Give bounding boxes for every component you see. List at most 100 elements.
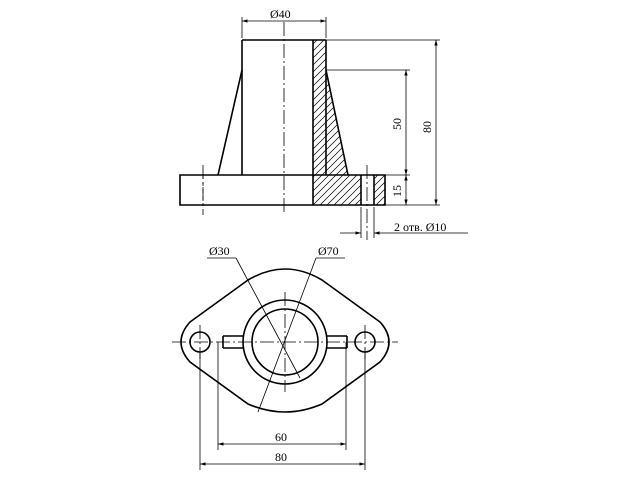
hatch-line <box>452 20 640 220</box>
hatch-line <box>459 20 640 220</box>
hatch-line <box>396 20 596 220</box>
hatch-line <box>102 20 302 220</box>
hatch-line <box>313 107 326 122</box>
hatch-line <box>374 175 379 180</box>
hatch-line <box>116 20 316 220</box>
hatch-line <box>313 175 361 205</box>
hatch-line <box>480 20 640 220</box>
hatch-line <box>116 20 316 220</box>
hatch-line <box>501 20 640 220</box>
hatch-line <box>389 20 589 220</box>
hatch-line <box>102 20 302 220</box>
hatch-line <box>88 20 288 220</box>
hatch-line <box>95 20 295 220</box>
flange-outline <box>180 268 390 413</box>
hatch-line <box>417 20 617 220</box>
hatch-line <box>529 20 640 220</box>
hatch-line <box>270 20 470 220</box>
hatch-line <box>508 20 640 220</box>
hatch-line <box>313 175 361 205</box>
hatch-line <box>313 175 338 205</box>
hatch-line <box>459 20 640 220</box>
hatch-clipWall <box>67 20 640 220</box>
dim-center-distance-60: 60 <box>275 430 287 444</box>
hatch-line <box>515 20 640 220</box>
hatch-line <box>74 20 274 220</box>
hatch-line <box>313 114 326 129</box>
hatch-line <box>536 20 640 220</box>
hatch-line <box>480 20 640 220</box>
hatch-line <box>459 20 640 220</box>
hatch-line <box>313 175 361 205</box>
hatch-line <box>318 175 361 205</box>
front-view: Ø40 80 50 15 2 отв. Ø10 <box>67 7 640 240</box>
hatch-line <box>522 20 640 220</box>
hatch-line <box>473 20 640 220</box>
hatch-line <box>74 20 274 220</box>
hatch-line <box>494 20 640 220</box>
rib-slot-right <box>327 335 348 349</box>
hatch-line <box>88 20 288 220</box>
dim30-leader <box>235 257 301 379</box>
hatch-line <box>501 20 640 220</box>
hatch-line <box>522 20 640 220</box>
hatch-line <box>403 20 603 220</box>
hatch-line <box>109 20 309 220</box>
hatch-line <box>389 20 589 220</box>
hatch-line <box>452 20 640 220</box>
hatch-line <box>123 20 323 220</box>
hatch-line <box>473 20 640 220</box>
hatch-line <box>313 175 361 205</box>
hatch-line <box>332 70 348 175</box>
hatch-line <box>417 20 617 220</box>
hatch-line <box>375 20 575 220</box>
hatch-line <box>382 20 582 220</box>
rib-left <box>217 69 243 176</box>
hatch-line <box>137 20 337 220</box>
hatch-line <box>382 20 582 220</box>
hatch-line <box>480 20 640 220</box>
hatch-line <box>473 20 640 220</box>
hatch-line <box>487 20 640 220</box>
hatch-line <box>403 20 603 220</box>
hatch-line <box>536 20 640 220</box>
hatch-line <box>313 156 326 171</box>
hatch-line <box>438 20 638 220</box>
hatch-line <box>529 20 640 220</box>
hatch-line <box>466 20 640 220</box>
hatch-line <box>445 20 640 220</box>
hatch-line <box>536 20 640 220</box>
dim-height-80: 80 <box>420 121 434 133</box>
hatch-line <box>326 70 348 175</box>
hatch-line <box>313 40 318 45</box>
hatch-line <box>494 20 640 220</box>
hatch-line <box>431 20 631 220</box>
hatch-line <box>459 20 640 220</box>
hatch-line <box>417 20 617 220</box>
hatch-line <box>109 20 309 220</box>
hatch-line <box>389 20 589 220</box>
hatch-line <box>375 20 575 220</box>
hatch-line <box>410 20 610 220</box>
hatch-line <box>374 175 385 187</box>
hatch-line <box>431 20 631 220</box>
hatch-line <box>501 20 640 220</box>
hatch-line <box>508 20 640 220</box>
hatch-line <box>522 20 640 220</box>
hatch-line <box>410 20 610 220</box>
hatch-line <box>536 20 640 220</box>
hatch-line <box>529 20 640 220</box>
hatch-line <box>445 20 640 220</box>
hatch-line <box>494 20 640 220</box>
hatch-line <box>313 44 326 59</box>
hatch-line <box>424 20 624 220</box>
hatch-line <box>487 20 640 220</box>
base-plate-outline <box>179 174 386 206</box>
hatch-line <box>522 20 640 220</box>
hatch-line <box>95 20 295 220</box>
hatch-line <box>326 70 348 175</box>
hatch-line <box>424 20 624 220</box>
hatch-line <box>67 20 267 220</box>
hatch-line <box>403 20 603 220</box>
hatch-line <box>515 20 640 220</box>
